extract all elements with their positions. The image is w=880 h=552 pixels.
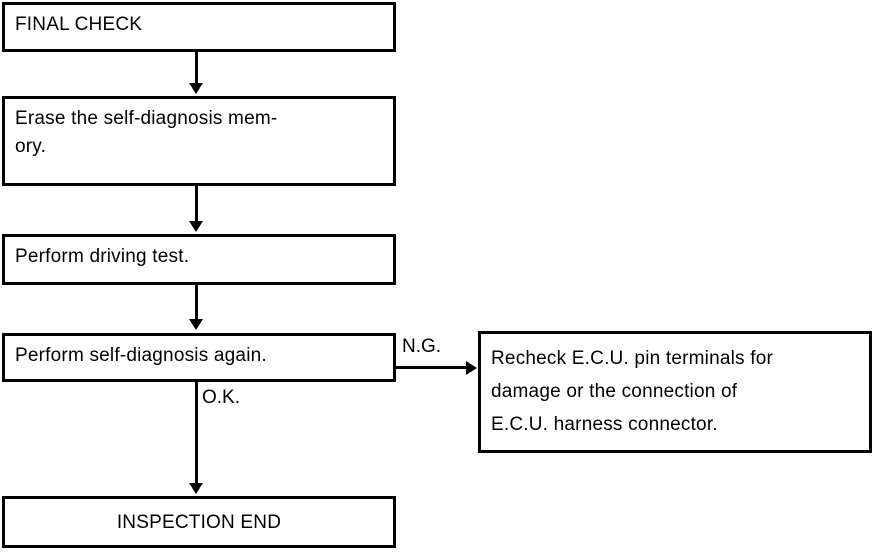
- arrowhead-self-diagnosis-to-recheck-ecu: [466, 361, 477, 375]
- node-recheck-ecu: Recheck E.C.U. pin terminals for damage …: [478, 331, 872, 453]
- node-inspection-end: INSPECTION END: [2, 496, 396, 548]
- node-inspection-end-label: INSPECTION END: [116, 512, 282, 533]
- node-erase-memory-label: Erase the self-diagnosis mem- ory.: [15, 108, 278, 157]
- edge-self-diagnosis-to-inspection-end: [195, 382, 198, 487]
- node-driving-test: Perform driving test.: [2, 234, 396, 285]
- edge-erase-memory-to-driving-test: [195, 186, 198, 224]
- node-erase-memory: Erase the self-diagnosis mem- ory.: [2, 96, 396, 186]
- arrowhead-final-check-to-erase-memory: [189, 83, 203, 94]
- edge-label-ng: N.G.: [402, 336, 442, 357]
- node-final-check-label: FINAL CHECK: [15, 14, 143, 35]
- arrowhead-self-diagnosis-to-inspection-end: [189, 483, 203, 494]
- node-driving-test-label: Perform driving test.: [15, 246, 190, 267]
- arrowhead-erase-memory-to-driving-test: [189, 221, 203, 232]
- node-final-check: FINAL CHECK: [2, 2, 396, 52]
- node-recheck-ecu-label: Recheck E.C.U. pin terminals for damage …: [491, 348, 773, 435]
- node-self-diagnosis-again-label: Perform self-diagnosis again.: [15, 345, 267, 366]
- node-self-diagnosis-again: Perform self-diagnosis again.: [2, 333, 396, 382]
- edge-final-check-to-erase-memory: [195, 52, 198, 88]
- arrowhead-driving-test-to-self-diagnosis: [189, 319, 203, 330]
- edge-self-diagnosis-to-recheck-ecu: [394, 366, 472, 369]
- edge-driving-test-to-self-diagnosis: [195, 285, 198, 322]
- edge-label-ok: O.K.: [202, 387, 241, 408]
